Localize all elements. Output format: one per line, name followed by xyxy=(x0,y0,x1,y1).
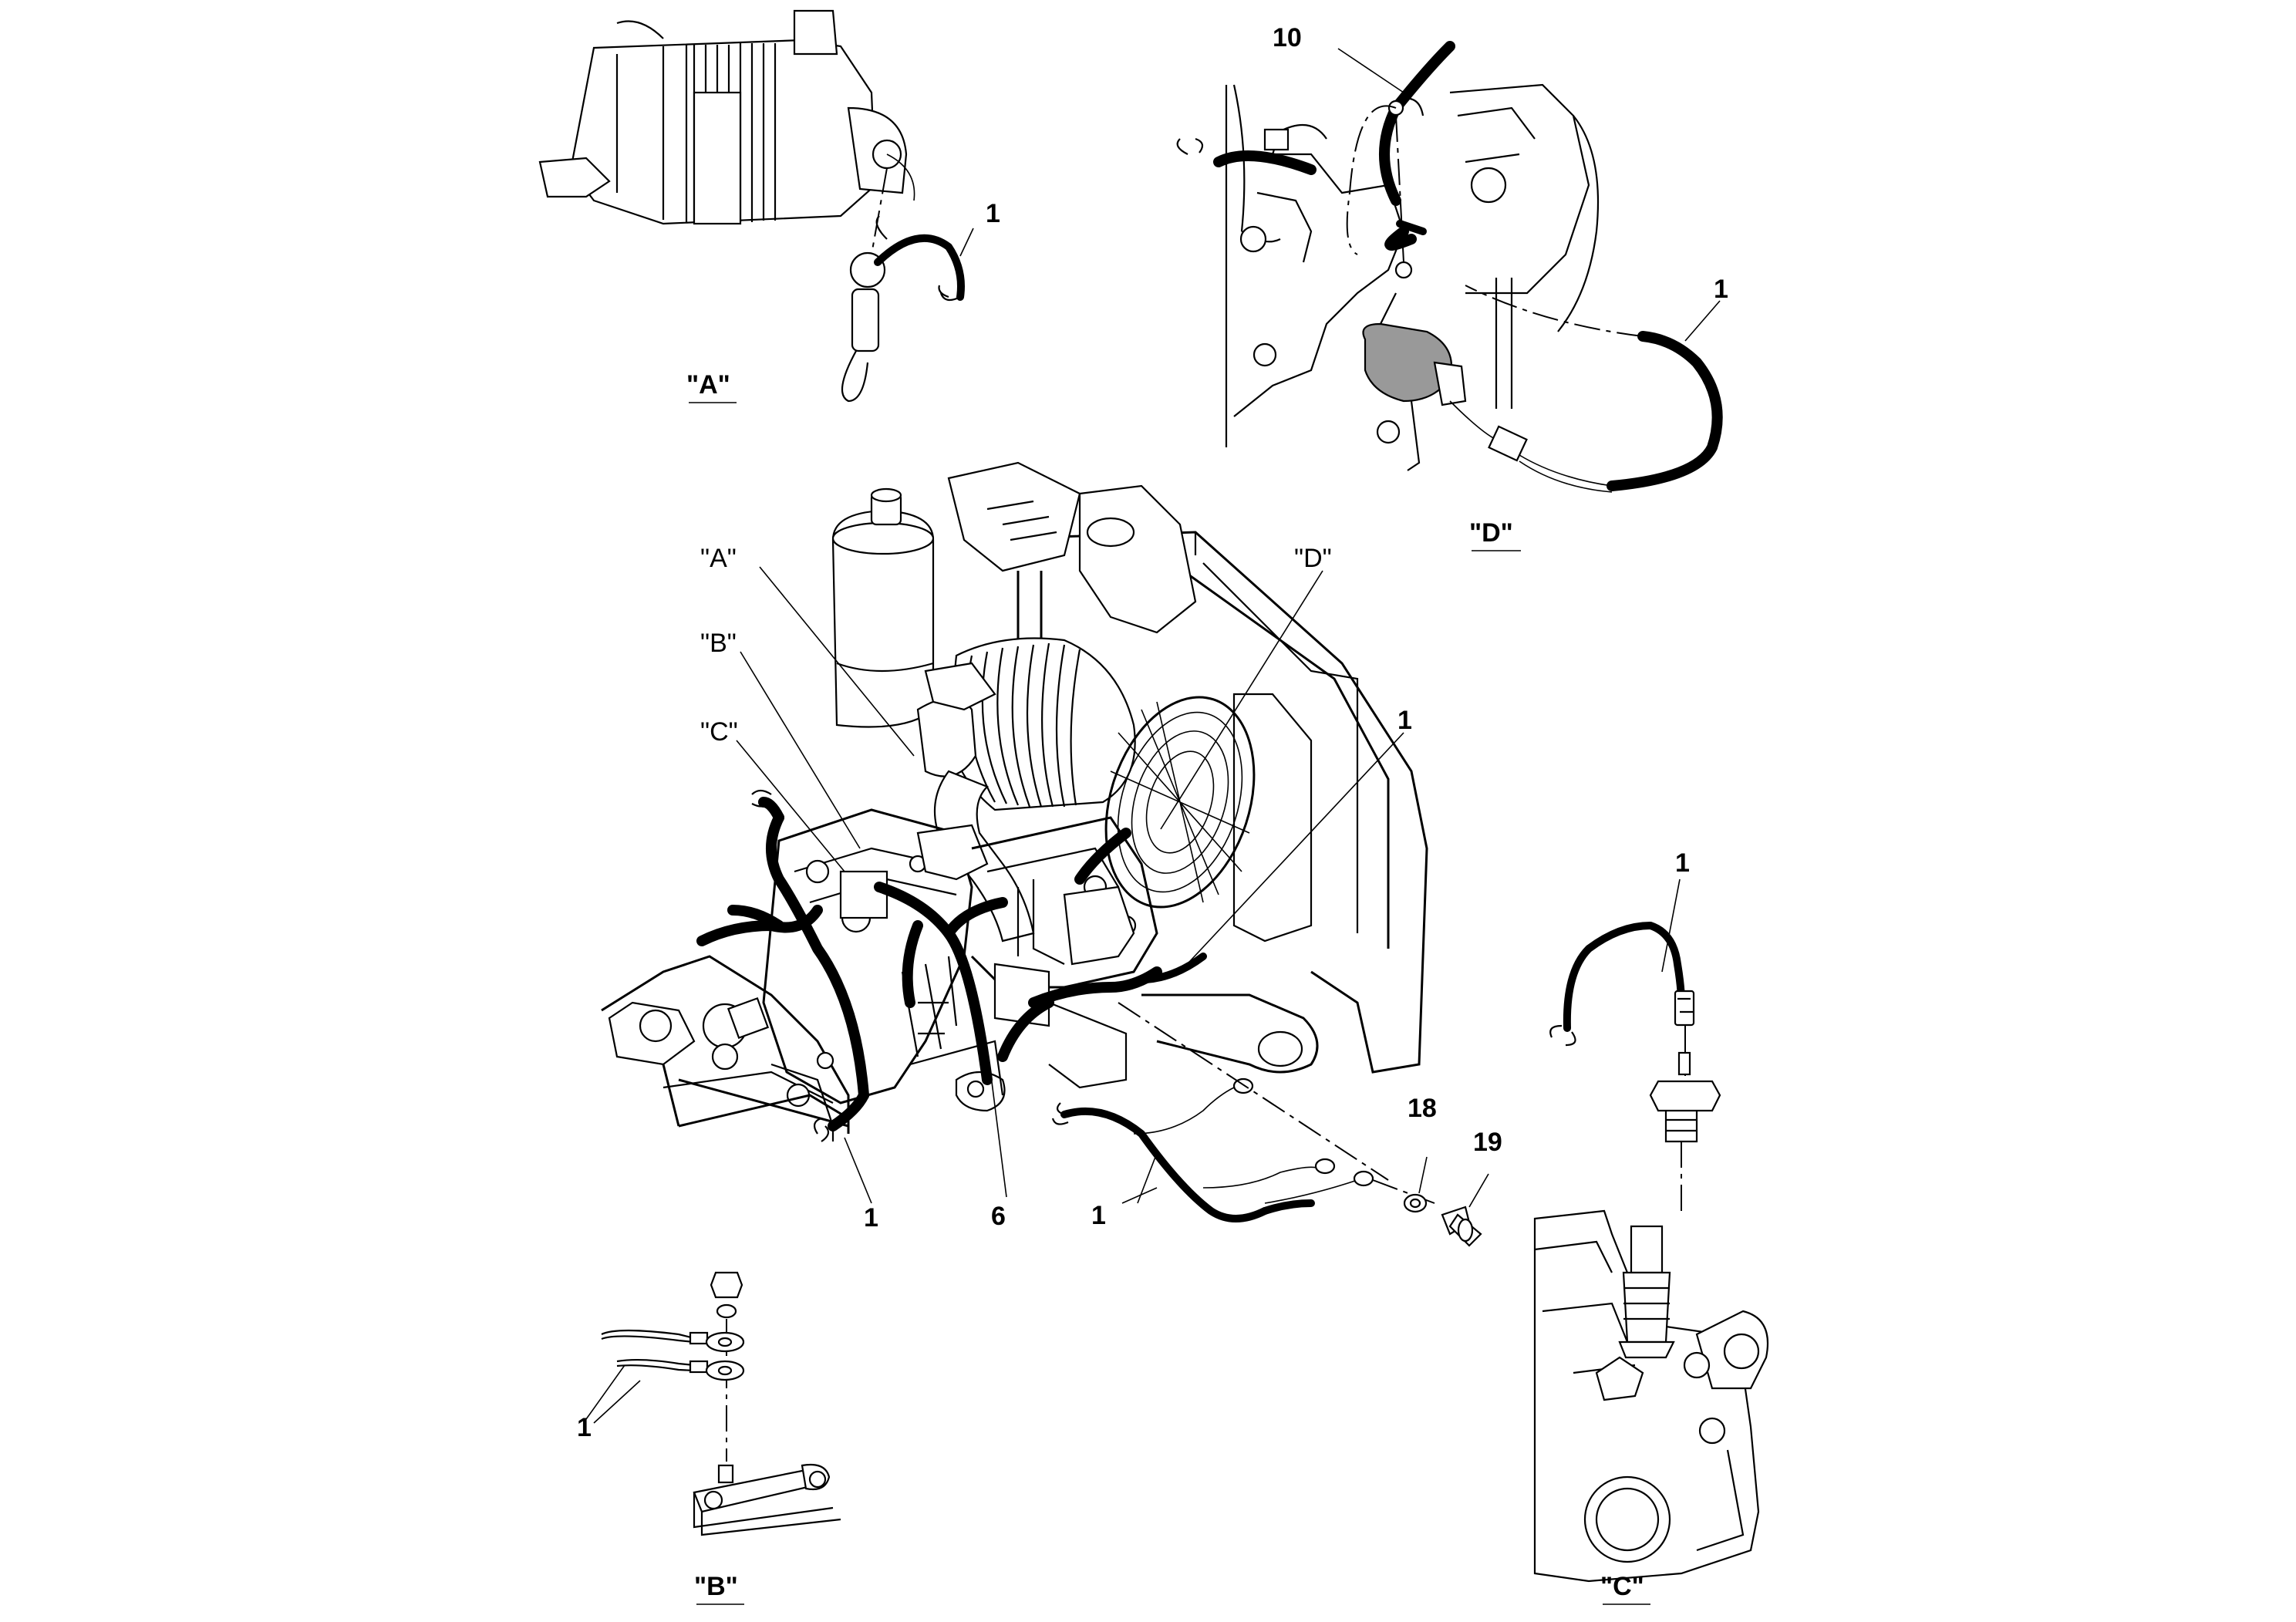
ground-strap-detail xyxy=(1051,1002,1489,1247)
detail-b-terminal-stack xyxy=(585,1271,841,1536)
part-label-harness: 1 xyxy=(986,199,1000,228)
part-label-10: 10 xyxy=(1273,23,1302,52)
callout-b: "B" xyxy=(700,629,737,658)
view-label-b: "B" xyxy=(694,1572,738,1601)
part-label-18: 18 xyxy=(1408,1094,1437,1123)
view-label-a: "A" xyxy=(686,370,730,400)
part-label-19: 19 xyxy=(1473,1128,1502,1157)
detail-d-sensor xyxy=(1176,41,1723,493)
part-label-harness-d: 1 xyxy=(1714,275,1728,304)
callout-d: "D" xyxy=(1294,544,1332,573)
part-label-harness-b: 1 xyxy=(577,1413,592,1442)
callout-c: "C" xyxy=(700,717,738,747)
callout-leaders xyxy=(736,566,1404,1204)
view-label-c: "C" xyxy=(1600,1572,1644,1601)
callout-a: "A" xyxy=(700,544,737,573)
detail-c-sender xyxy=(1533,878,1769,1583)
part-label-harness-left: 1 xyxy=(864,1203,878,1233)
part-label-harness-strap: 1 xyxy=(1091,1201,1106,1230)
detail-a-air-filter xyxy=(538,9,974,403)
view-label-d: "D" xyxy=(1469,518,1513,548)
part-label-harness-main: 1 xyxy=(1397,706,1412,735)
part-label-6: 6 xyxy=(991,1202,1006,1231)
main-engine-assembly xyxy=(601,461,1428,1142)
part-label-harness-c: 1 xyxy=(1675,848,1690,878)
